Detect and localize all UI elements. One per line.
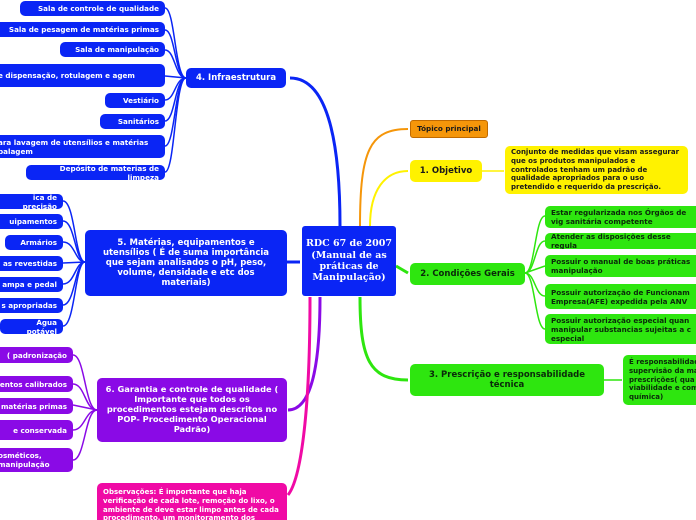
condicoes-item[interactable]: Possuir autorização de Funcionam Empresa… [545,284,696,309]
materias-item[interactable]: uipamentos [0,214,63,229]
condicoes-item[interactable]: Possuir o manual de boas práticas manipu… [545,255,696,277]
infra-item[interactable]: Vestiário [105,93,165,108]
infra-item[interactable]: Sala de manipulação [60,42,165,57]
materias-item[interactable]: Água potável [0,319,63,334]
condicoes-item[interactable]: Estar regularizada nos Órgãos de vig san… [545,206,696,228]
condicoes-item[interactable]: Possuir autorização especial quan manipu… [545,314,696,344]
infra-item[interactable]: Depósito de materias de limpeza [26,165,165,180]
infra-item[interactable]: e dispensação, rotulagem e agem [0,64,165,87]
materias-item[interactable]: s apropriadas [0,298,63,313]
garantia-item[interactable]: osméticos, manipulação [0,448,73,472]
prescricao-node[interactable]: 3. Prescrição e responsabilidade técnica [410,364,604,396]
infra-item[interactable]: Sanitários [100,114,165,129]
central-topic[interactable]: RDC 67 de 2007 (Manual de as práticas de… [302,226,396,296]
materias-item[interactable]: Armários [5,235,63,250]
infra-item[interactable]: ara lavagem de utensílios e matérias bal… [0,135,165,158]
observacoes-node[interactable]: Observações: É importante que haja verif… [97,483,287,520]
infra-item[interactable]: Sala de pesagem de matérias primas [0,22,165,37]
materias-item[interactable]: ica de precisão [0,194,63,209]
garantia-node[interactable]: 6. Garantia e controle de qualidade ( Im… [97,378,287,442]
garantia-item[interactable]: e conservada [0,420,73,440]
objetivo-detail[interactable]: Conjunto de medidas que visam assegurar … [505,146,688,194]
garantia-item[interactable]: ( padronização [0,347,73,363]
objetivo-node[interactable]: 1. Objetivo [410,160,482,182]
infra-item[interactable]: Sala de controle de qualidade [20,1,165,16]
materias-item[interactable]: as revestidas [0,256,63,271]
garantia-item[interactable]: matérias primas [0,398,73,414]
main-topic-node[interactable]: Tópico principal [410,120,488,138]
materias-node[interactable]: 5. Matérias, equipamentos e utensílios (… [85,230,287,296]
condicoes-node[interactable]: 2. Condições Gerais [410,263,525,285]
materias-item[interactable]: ampa e pedal [0,277,63,292]
condicoes-item[interactable]: Atender as disposições desse regula [545,233,696,249]
prescricao-detail[interactable]: É responsabilidad supervisão da ma presc… [623,355,696,405]
infraestrutura-node[interactable]: 4. Infraestrutura [186,68,286,88]
garantia-item[interactable]: entos calibrados [0,376,73,392]
